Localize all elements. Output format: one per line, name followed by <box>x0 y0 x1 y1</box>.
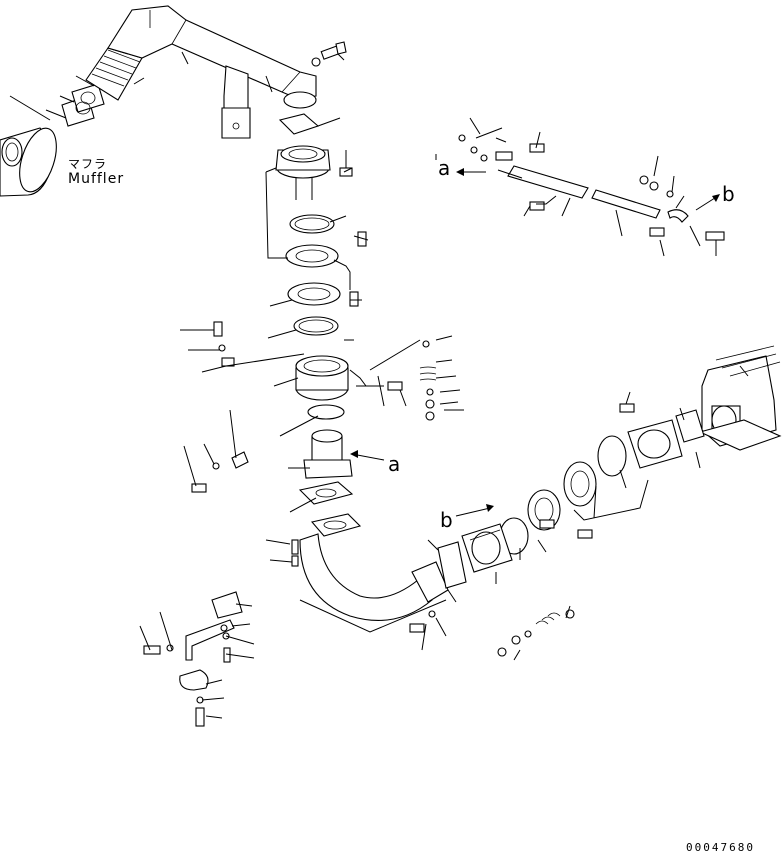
elbow-pipe <box>299 513 449 621</box>
spring-assembly <box>356 340 437 421</box>
reference-a-middle: a <box>388 452 401 476</box>
muffler-label-english: Muffler <box>68 171 125 187</box>
arrow-b-top <box>695 194 720 211</box>
reference-b-middle: b <box>440 508 453 532</box>
upper-flange <box>275 145 331 200</box>
upper-bolt <box>311 41 347 67</box>
arrow-a-top <box>456 168 486 176</box>
pipe-section-a <box>458 134 589 211</box>
manifold-housing <box>698 345 782 451</box>
gasket-3 <box>287 282 341 306</box>
reference-a-top: a <box>438 156 451 180</box>
muffler-label-japanese: マフラ <box>68 157 108 171</box>
brake-valve-body <box>461 523 513 573</box>
leader-lines <box>9 51 749 719</box>
connector-flange <box>619 403 683 469</box>
slip-joint <box>295 355 349 401</box>
valve-gasket <box>437 541 467 589</box>
gasket-right <box>563 461 597 507</box>
arrow-b-mid <box>455 504 494 517</box>
elbow-clip <box>291 539 299 555</box>
gasket-2 <box>285 244 339 268</box>
muffler-gaskets <box>61 83 105 127</box>
valve-fasteners <box>409 519 593 657</box>
manifold-gasket <box>675 409 705 443</box>
seal-ring-right <box>597 435 627 477</box>
elbow-gasket <box>278 113 320 135</box>
upper-flange-bolt <box>339 150 353 177</box>
left-side-fasteners <box>191 321 249 493</box>
support-bracket <box>143 591 243 727</box>
pipe-section-b <box>591 175 725 241</box>
muffler <box>0 127 57 197</box>
elbow-bolt <box>291 555 299 567</box>
exhaust-pipe-upper <box>107 5 317 109</box>
arrow-a-mid <box>350 450 385 461</box>
clamp-ring <box>307 404 345 420</box>
reference-b-top: b <box>722 182 735 206</box>
stack-bolts-right <box>349 231 367 307</box>
lower-gasket <box>298 481 354 505</box>
lower-flange <box>303 429 353 479</box>
pipe-bracket <box>221 65 251 139</box>
drawing-code: 00047680 <box>686 841 755 854</box>
